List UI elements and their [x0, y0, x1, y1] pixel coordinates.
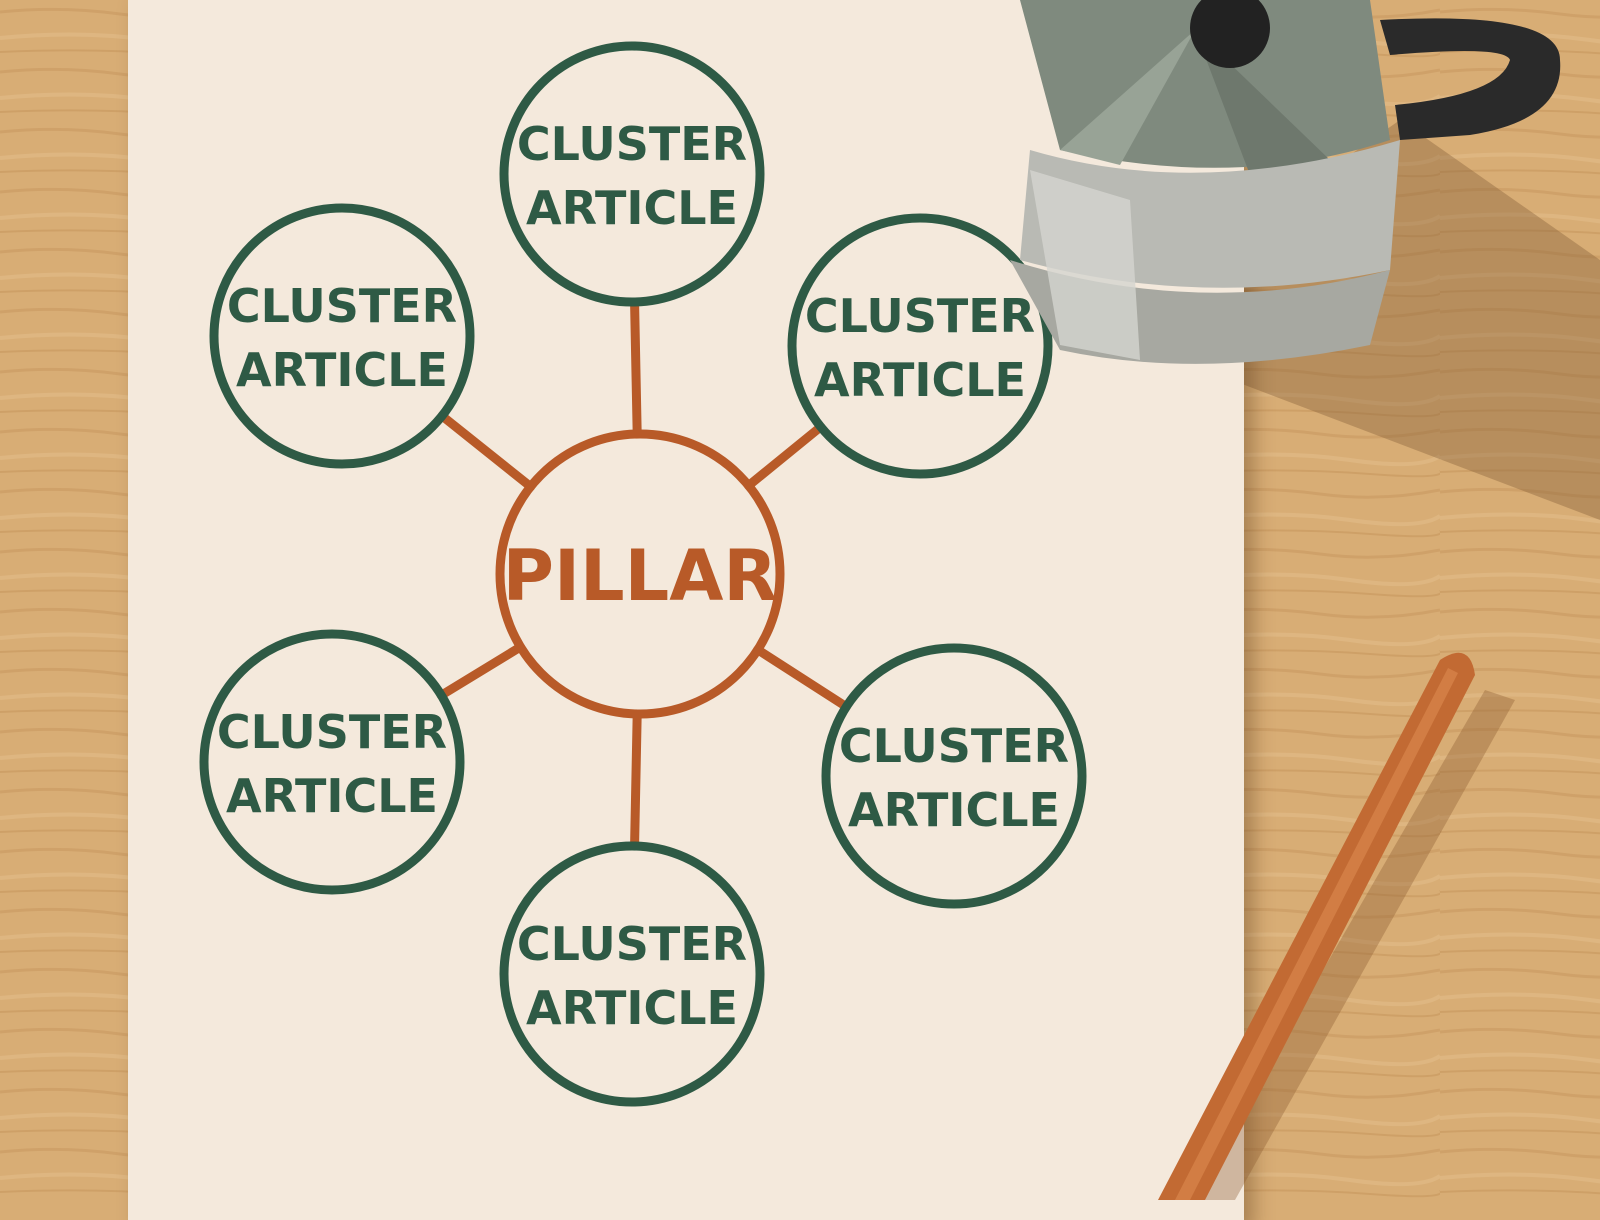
pot-handle — [1380, 18, 1561, 140]
cluster-label-1: CLUSTER — [517, 917, 747, 971]
cluster-node: CLUSTER ARTICLE — [787, 213, 1053, 479]
pillar-circle — [495, 429, 785, 719]
pencil-shadow — [1190, 690, 1515, 1200]
cluster-circle — [209, 203, 475, 469]
pencil-icon — [1158, 652, 1515, 1200]
cluster-circle — [499, 841, 765, 1107]
connector-line — [436, 642, 526, 700]
cluster-circle — [499, 41, 765, 307]
pillar-node: PILLAR — [495, 429, 785, 719]
pillar-label: PILLAR — [503, 535, 778, 617]
cluster-label-1: CLUSTER — [217, 705, 447, 759]
cluster-label-1: CLUSTER — [839, 719, 1069, 773]
connector-line — [630, 709, 642, 851]
cluster-label-2: ARTICLE — [814, 353, 1026, 407]
cluster-nodes: CLUSTER ARTICLE CLUSTER ARTICLE CLUSTER ARTIC… — [199, 41, 1087, 1107]
cluster-label-2: ARTICLE — [848, 783, 1060, 837]
connector-line — [753, 645, 851, 712]
cluster-circle — [821, 643, 1087, 909]
cluster-circle — [199, 629, 465, 895]
cluster-label-2: ARTICLE — [236, 343, 448, 397]
moka-pot-icon — [1010, 0, 1561, 364]
cluster-node: CLUSTER ARTICLE — [499, 841, 765, 1107]
cluster-circle — [787, 213, 1053, 479]
cluster-label-2: ARTICLE — [526, 181, 738, 235]
cluster-node: CLUSTER ARTICLE — [821, 643, 1087, 909]
connector-line — [744, 422, 826, 491]
connector-lines — [436, 297, 851, 851]
pot-knob — [1190, 0, 1270, 68]
cluster-node: CLUSTER ARTICLE — [199, 629, 465, 895]
cluster-label-2: ARTICLE — [226, 769, 438, 823]
cluster-node: CLUSTER ARTICLE — [209, 203, 475, 469]
cluster-label-2: ARTICLE — [526, 981, 738, 1035]
cluster-node: CLUSTER ARTICLE — [499, 41, 765, 307]
cluster-label-1: CLUSTER — [517, 117, 747, 171]
cluster-label-1: CLUSTER — [805, 289, 1035, 343]
connector-line — [437, 411, 536, 492]
cluster-label-1: CLUSTER — [227, 279, 457, 333]
connector-line — [630, 297, 642, 439]
